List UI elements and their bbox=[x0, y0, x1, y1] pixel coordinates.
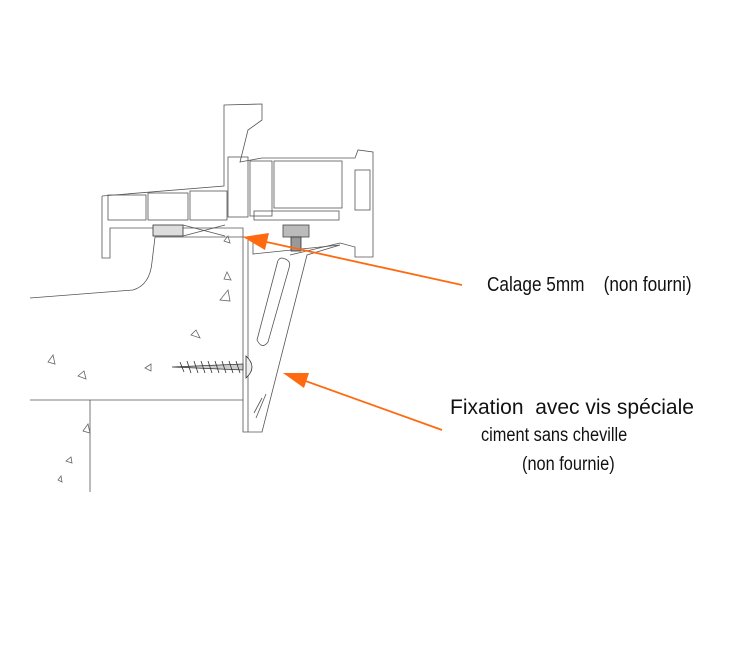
sill-profile bbox=[101, 103, 374, 259]
sill-chamber bbox=[189, 190, 228, 221]
frame-base bbox=[253, 210, 340, 221]
fixation-label-line3: (non fournie) bbox=[522, 454, 615, 475]
frame-chamber bbox=[227, 156, 249, 218]
concrete-top-edge bbox=[29, 236, 243, 299]
fixation-label-line2: ciment sans cheville bbox=[481, 425, 628, 446]
arrow-calage bbox=[243, 233, 463, 286]
frame-chamber bbox=[354, 169, 371, 211]
bracket-slot bbox=[256, 257, 291, 346]
screw-icon bbox=[171, 355, 253, 379]
shim-cross bbox=[182, 224, 226, 237]
calage-shim bbox=[152, 224, 184, 237]
arrow-fixation bbox=[283, 373, 443, 431]
sill-chamber bbox=[107, 194, 147, 221]
fixation-label-line1: Fixation avec vis spéciale bbox=[450, 396, 694, 419]
frame-chamber bbox=[273, 160, 343, 209]
frame-chamber bbox=[249, 160, 273, 217]
bolt-shank bbox=[290, 236, 302, 252]
concrete-aggregate bbox=[47, 235, 232, 483]
bolt-head bbox=[282, 224, 310, 238]
calage-label: Calage 5mm (non fourni) bbox=[487, 274, 692, 296]
sill-chamber bbox=[147, 192, 189, 221]
fixing-bracket bbox=[242, 236, 341, 433]
